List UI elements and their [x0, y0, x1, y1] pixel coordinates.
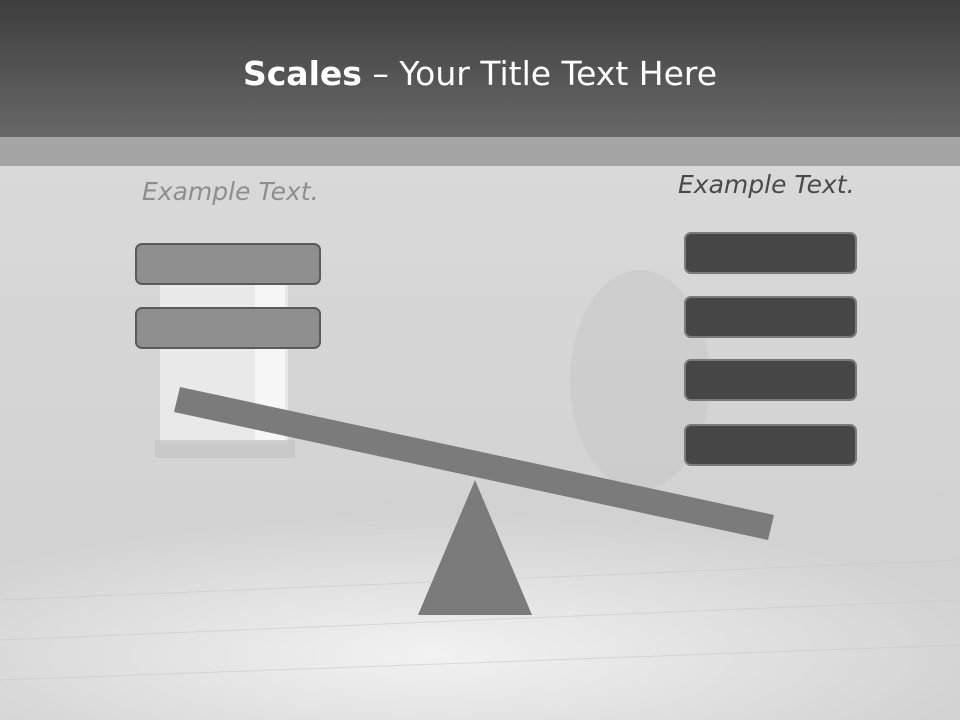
- slide-title: Scales – Your Title Text Here: [0, 50, 960, 98]
- title-regular-part: – Your Title Text Here: [361, 54, 718, 93]
- left-label: Example Text.: [142, 177, 319, 206]
- left-box-2: [135, 307, 321, 349]
- title-bar: [0, 0, 960, 137]
- left-box-1: [135, 243, 321, 285]
- title-bar-strip: [0, 137, 960, 166]
- right-box-2: [684, 296, 857, 338]
- fulcrum-triangle: [418, 480, 532, 615]
- right-box-1: [684, 232, 857, 274]
- scale-beam: [174, 387, 774, 540]
- title-bold-part: Scales: [242, 54, 362, 93]
- right-box-4: [684, 424, 857, 466]
- right-label: Example Text.: [678, 170, 855, 199]
- right-box-3: [684, 359, 857, 401]
